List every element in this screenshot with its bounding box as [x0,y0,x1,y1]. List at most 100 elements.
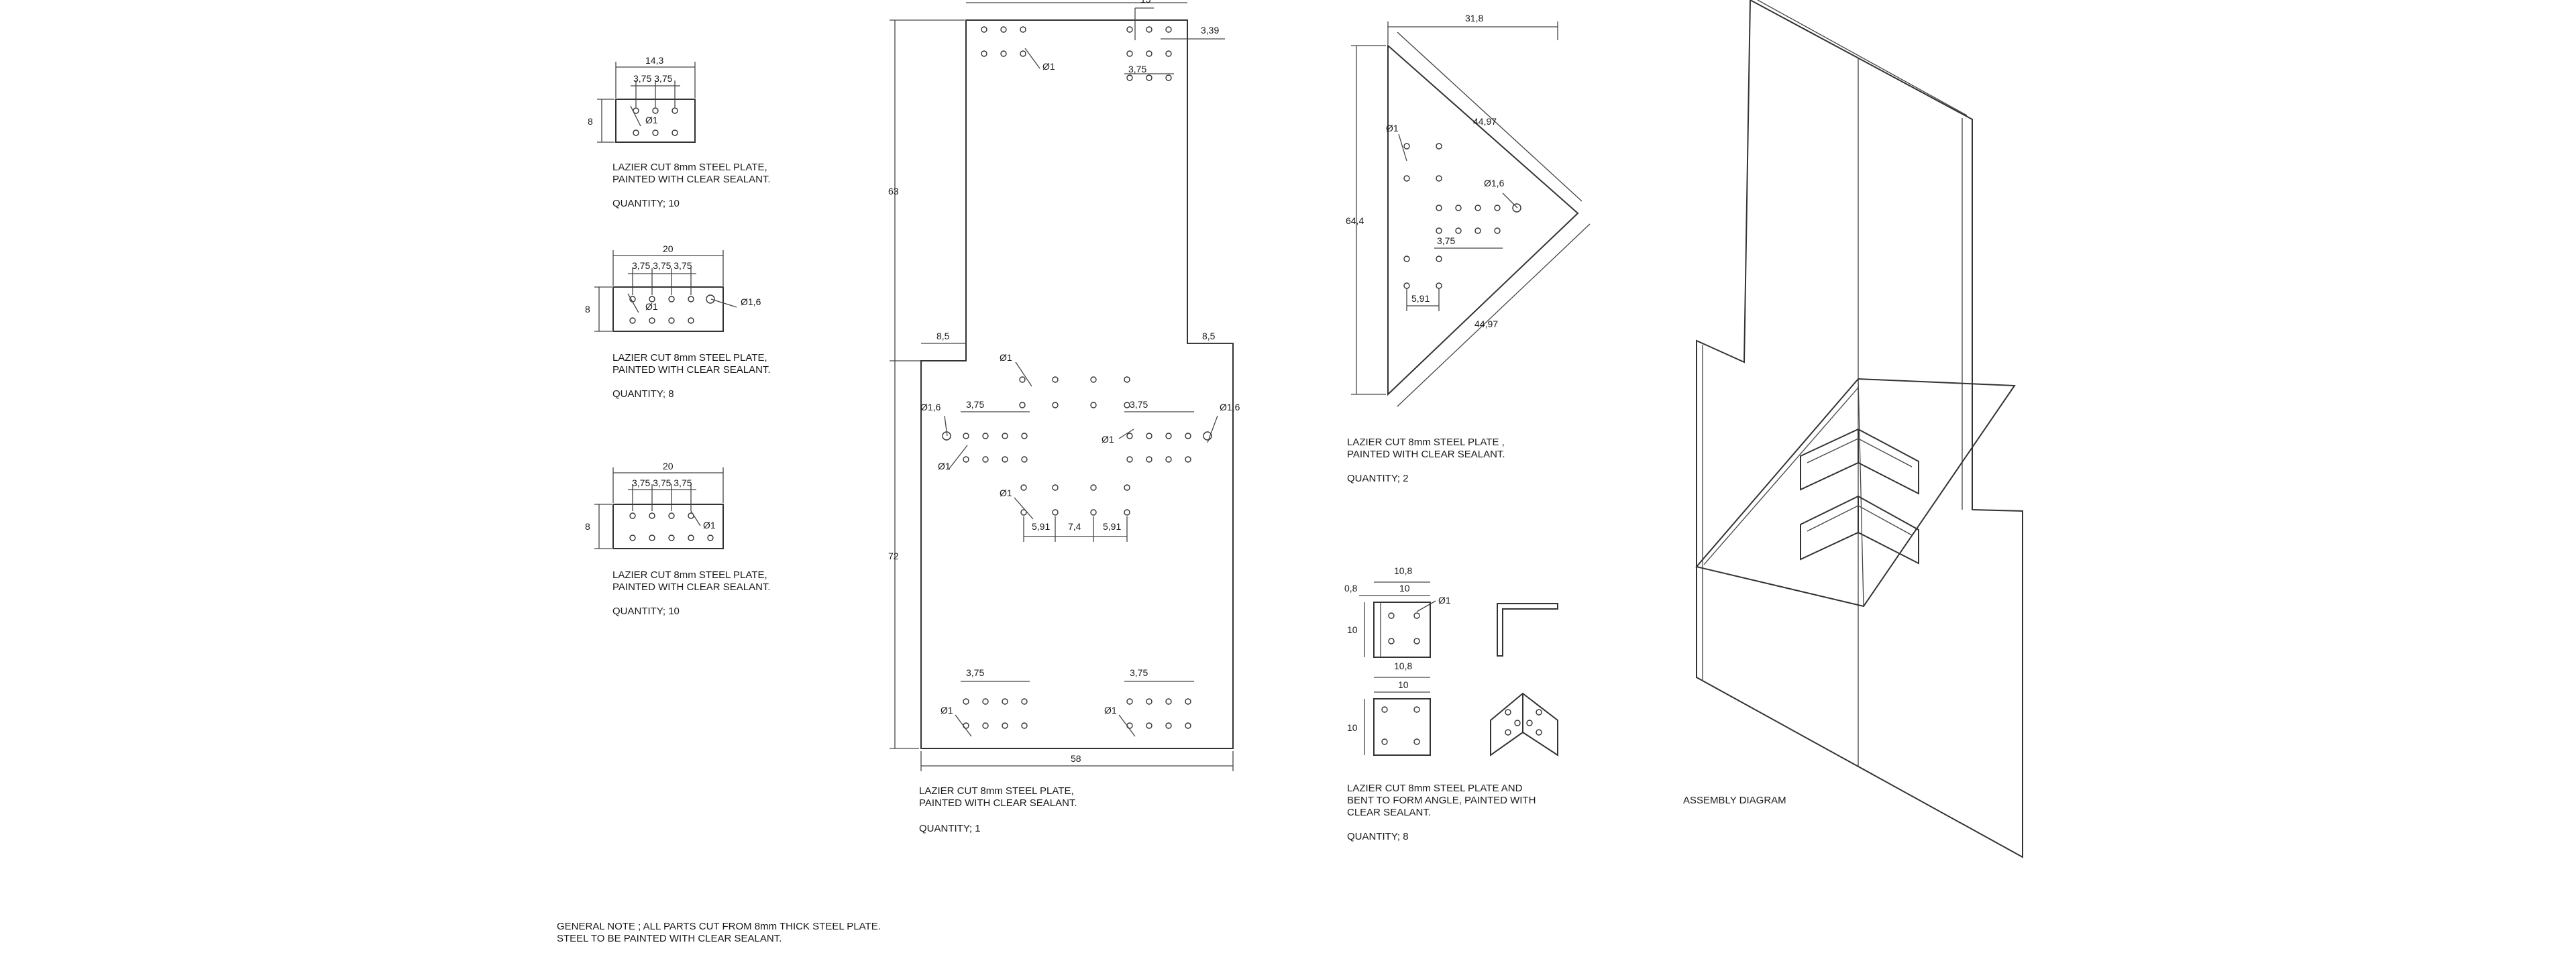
note-line1: LAZIER CUT 8mm STEEL PLATE AND [1347,783,1523,794]
dim-hole-mid: Ø1 [1000,352,1012,363]
quantity: QUANTITY; 1 [919,823,981,834]
dim-spacing-bl: 3,75 [966,667,984,678]
hole-grid-top-right [1126,26,1172,81]
quantity: QUANTITY; 8 [612,388,674,400]
dim-flange: 0,8 [1344,583,1358,594]
part-large-plate: 15 3,39 63 72 8,5 8,5 58 Ø1 [888,0,1240,834]
dim-spacing-left: 3,75 [966,399,984,410]
bracket-front-view [1373,602,1431,658]
hole-grid-bottom [963,698,1191,729]
note-line1: LAZIER CUT 8mm STEEL PLATE, [919,785,1074,797]
dim-upper-height: 63 [888,186,899,196]
dim-gap-a: 5,91 [1032,521,1050,532]
note-line3: CLEAR SEALANT. [1347,807,1431,818]
note-line2: PAINTED WITH CLEAR SEALANT. [612,581,771,593]
hole-grid [629,512,714,541]
quantity: QUANTITY; 2 [1347,473,1409,484]
dim-bottom-width: 58 [1071,753,1081,764]
part-plate-20b: 20 3,75 3,75 3,75 8 Ø1 LAZIER CUT 8mm ST… [585,461,771,617]
part-small-plate: 14,3 3,75 3,75 8 Ø1 LAZIER CUT 8mm STEEL… [588,55,771,209]
hole-grid-middle [942,376,1212,516]
dim-hole-large-right: Ø1,6 [1220,402,1240,412]
dim-outer: 10,8 [1394,565,1412,576]
bracket-side-view [1373,698,1431,756]
dim-height: 8 [588,116,593,127]
dim-lower-height: 72 [888,551,899,561]
dim-width: 20 [663,243,674,254]
dim-height: 10 [1347,624,1358,635]
assembly-post [1696,0,2023,858]
quantity: QUANTITY; 8 [1347,831,1409,842]
dim-offset: 5,91 [1411,293,1430,304]
note-line1: LAZIER CUT 8mm STEEL PLATE, [612,162,767,173]
dim-spacing: 3,75 3,75 3,75 [632,260,692,271]
dim-height: 8 [585,521,590,532]
note-line2: BENT TO FORM ANGLE, PAINTED WITH [1347,795,1536,806]
hole-grid-top-left [981,26,1026,57]
dim-edge-bottom: 44,97 [1474,319,1498,329]
dim-height: 8 [585,304,590,315]
plate-outline [612,286,724,332]
note-line1: LAZIER CUT 8mm STEEL PLATE, [612,569,767,581]
dim-inner: 10 [1399,583,1410,594]
dim-notch: 3,39 [1201,25,1219,36]
dim-inner-2: 10 [1398,679,1409,690]
quantity: QUANTITY; 10 [612,606,680,617]
dim-hole-right: Ø1 [1102,434,1114,445]
dim-shoulder-right: 8,5 [1202,331,1216,341]
assembly-triangle-plate [1695,378,2016,608]
dim-gap-b: 7,4 [1068,521,1081,532]
general-note-line2: STEEL TO BE PAINTED WITH CLEAR SEALANT. [557,933,782,944]
dim-height: 64,4 [1346,215,1364,226]
dim-hole-left: Ø1 [938,461,951,471]
assembly-brackets [1800,428,1919,565]
note-line2: PAINTED WITH CLEAR SEALANT. [1347,449,1505,460]
dim-hole-large: Ø1,6 [1484,178,1505,188]
dim-outer-2: 10,8 [1394,661,1412,671]
dim-hole: Ø1 [703,520,716,530]
bracket-iso-view [1490,692,1558,756]
dim-hole-br: Ø1 [1104,705,1117,716]
dim-hole: Ø1 [1042,61,1055,72]
assembly-label: ASSEMBLY DIAGRAM [1683,795,1786,806]
dim-top-width: 15 [1140,0,1151,5]
dim-height-2: 10 [1347,722,1358,733]
assembly-diagram: ASSEMBLY DIAGRAM [1683,0,2023,858]
dim-spacing: 3,75 [1437,235,1455,246]
dim-hole-low: Ø1 [1000,488,1012,498]
dim-edge-top: 44,97 [1473,116,1497,127]
dim-spacing: 3,75 3,75 [633,73,673,84]
part-plate-20a: 20 3,75 3,75 3,75 8 Ø1 Ø1,6 LAZIER CUT 8… [585,243,771,400]
dim-spacing: 3,75 3,75 3,75 [632,477,692,488]
plate-outline [1387,44,1579,396]
part-triangle-plate: 31,8 64,4 44,97 44,97 Ø1 Ø1,6 3,75 5,91 … [1346,13,1591,484]
plate-outline [612,504,724,549]
dim-hole: Ø1 [1386,123,1399,133]
dim-hole: Ø1 [1438,595,1451,606]
bracket-profile-view [1497,603,1558,657]
dim-hole-bl: Ø1 [941,705,953,716]
dim-hole: Ø1 [645,115,658,125]
quantity: QUANTITY; 10 [612,198,680,209]
dim-width: 31,8 [1465,13,1483,23]
note-line1: LAZIER CUT 8mm STEEL PLATE, [612,352,767,363]
dim-gap-c: 5,91 [1103,521,1121,532]
dim-hole: Ø1 [645,301,658,312]
hole-grid [629,294,715,324]
dim-hole-large-left: Ø1,6 [920,402,941,412]
dim-width: 20 [663,461,674,471]
general-note-line1: GENERAL NOTE ; ALL PARTS CUT FROM 8mm TH… [557,921,881,932]
dim-spacing: 3,75 [1128,64,1146,74]
plate-outline [920,19,1234,749]
note-line2: PAINTED WITH CLEAR SEALANT. [612,174,771,185]
note-line1: LAZIER CUT 8mm STEEL PLATE , [1347,437,1505,448]
dim-shoulder-left: 8,5 [936,331,950,341]
note-line2: PAINTED WITH CLEAR SEALANT. [919,797,1077,809]
note-line2: PAINTED WITH CLEAR SEALANT. [612,364,771,376]
hole-grid [633,107,678,136]
dim-hole-large: Ø1,6 [741,296,761,307]
dim-width: 14,3 [645,55,663,66]
hole-grid [1403,143,1521,289]
